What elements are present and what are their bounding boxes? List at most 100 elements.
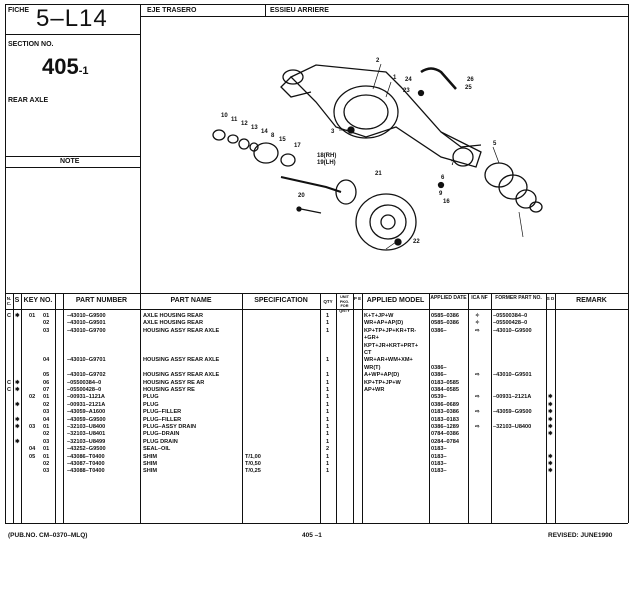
row-applied-date: 0183–0386 [431, 409, 459, 416]
row-sub: 02 [43, 320, 50, 327]
nut [394, 238, 402, 246]
page-number: 405 –1 [302, 532, 322, 539]
differential-housing [333, 85, 399, 139]
leader-2 [372, 63, 382, 90]
header-nc: N. C. [6, 296, 12, 306]
row-sd: ✱ [548, 431, 553, 438]
row-applied-date: 0183–0585 [431, 379, 459, 386]
left-housing-end [282, 69, 304, 85]
col-divider [546, 293, 547, 523]
row-part-number: –05500384–0 [67, 379, 102, 386]
title-underline [140, 16, 628, 17]
row-star: ✱ [15, 416, 20, 423]
row-nc: C [7, 387, 12, 393]
row-sub: 03 [43, 438, 50, 445]
fiche-underline [5, 34, 140, 35]
callout-19: 19(LH) [317, 160, 336, 166]
part-title-underline [5, 156, 140, 157]
row-part-name: SHIM [143, 453, 157, 460]
bolt-right [437, 181, 445, 189]
row-applied-date: 0539– [431, 394, 447, 401]
table-bottom [5, 523, 628, 524]
callout-13: 13 [251, 125, 258, 131]
row-sub: 03 [43, 468, 50, 475]
row-applied-model: A+WP+AP(D) [364, 372, 400, 379]
row-part-number: –43059–A1600 [67, 409, 106, 416]
row-applied-date: 0183–0183 [431, 416, 459, 423]
row-applied-date: 0386– [431, 372, 447, 379]
header-part-number: PART NUMBER [75, 297, 128, 304]
differential-cover [343, 94, 389, 130]
part-title: REAR AXLE [8, 97, 49, 104]
revised-date: REVISED: JUNE1990 [548, 532, 613, 539]
row-applied-model: KPT+JR+KRT+PRT+ [364, 342, 419, 349]
row-qty: 2 [326, 446, 330, 453]
callout-22: 22 [413, 239, 420, 245]
row-former-part: –00931–2121A [493, 394, 532, 401]
row-sub: 04 [43, 357, 50, 364]
stud-bolt [300, 208, 322, 214]
bearing-left [253, 142, 279, 164]
row-part-name: SEAL–OIL [143, 446, 171, 453]
callout-9: 9 [439, 191, 443, 197]
row-applied-date: 0284–0784 [431, 438, 459, 445]
row-ica: ✧ [475, 320, 480, 327]
row-sub: 03 [43, 327, 50, 334]
row-qty: 1 [326, 416, 330, 423]
row-applied-model: WR+AP+AP(D) [364, 320, 404, 327]
row-sub: 02 [43, 401, 50, 408]
callout-2: 2 [376, 58, 380, 64]
row-nc: C [7, 313, 12, 319]
row-applied-date: 0386–0689 [431, 401, 459, 408]
row-qty: 1 [326, 313, 330, 319]
callout-26: 26 [467, 77, 474, 83]
leader-5 [492, 146, 500, 164]
row-applied-date: 0386– [431, 327, 447, 334]
col-divider [491, 293, 492, 523]
col-divider [468, 293, 469, 523]
callout-17: 17 [294, 143, 301, 149]
row-qty: 1 [326, 438, 330, 445]
row-spec: T/0,25 [245, 468, 261, 475]
row-sub: 05 [43, 372, 50, 379]
header-pe: P E [353, 296, 362, 301]
row-part-name: HOUSING ASSY RE AR [143, 379, 205, 386]
row-applied-model: AP+WR [364, 387, 385, 393]
header-remark: REMARK [576, 297, 607, 304]
row-key: 05 [29, 453, 36, 460]
leader-1 [385, 81, 392, 98]
pub-number: (PUB.NO. CM–0370–MLQ) [8, 532, 88, 539]
row-nc: C [7, 379, 12, 386]
section-number: 405-1 [42, 54, 89, 80]
row-part-name: HOUSING ASSY REAR AXLE [143, 372, 220, 379]
title-divider [265, 4, 266, 16]
right-axle-flange [452, 147, 474, 167]
row-part-number: –32103–U8401 [67, 431, 106, 438]
row-part-number: –43010–G9701 [67, 357, 106, 364]
callout-1: 1 [393, 75, 397, 81]
row-sub: 01 [43, 446, 50, 453]
row-part-number: –43086–T0400 [67, 453, 105, 460]
row-qty: 1 [326, 468, 330, 475]
row-qty: 1 [326, 357, 330, 364]
shim-2 [238, 138, 250, 150]
axle-shaft [280, 176, 342, 193]
col-divider [555, 293, 556, 523]
fiche-label: FICHE [8, 7, 29, 14]
row-former-part: –05500384–0 [493, 313, 528, 319]
row-part-number: –43252–G9500 [67, 446, 106, 453]
callout-12: 12 [241, 121, 248, 127]
row-qty: 1 [326, 431, 330, 438]
row-spec: T/0,50 [245, 461, 261, 467]
callout-25: 25 [465, 85, 472, 91]
row-applied-model: K+T+JP+W [364, 313, 394, 319]
header-part-name: PART NAME [170, 297, 212, 304]
section-no-value: 405 [42, 54, 79, 79]
header-divider [140, 4, 141, 293]
col-divider [242, 293, 243, 523]
row-applied-date: 0183– [431, 446, 447, 453]
callout-11: 11 [231, 117, 238, 123]
header-ica-nf: ICA NF [471, 295, 488, 301]
row-key: 02 [29, 394, 36, 401]
row-part-number: –43059–G9500 [67, 416, 106, 423]
